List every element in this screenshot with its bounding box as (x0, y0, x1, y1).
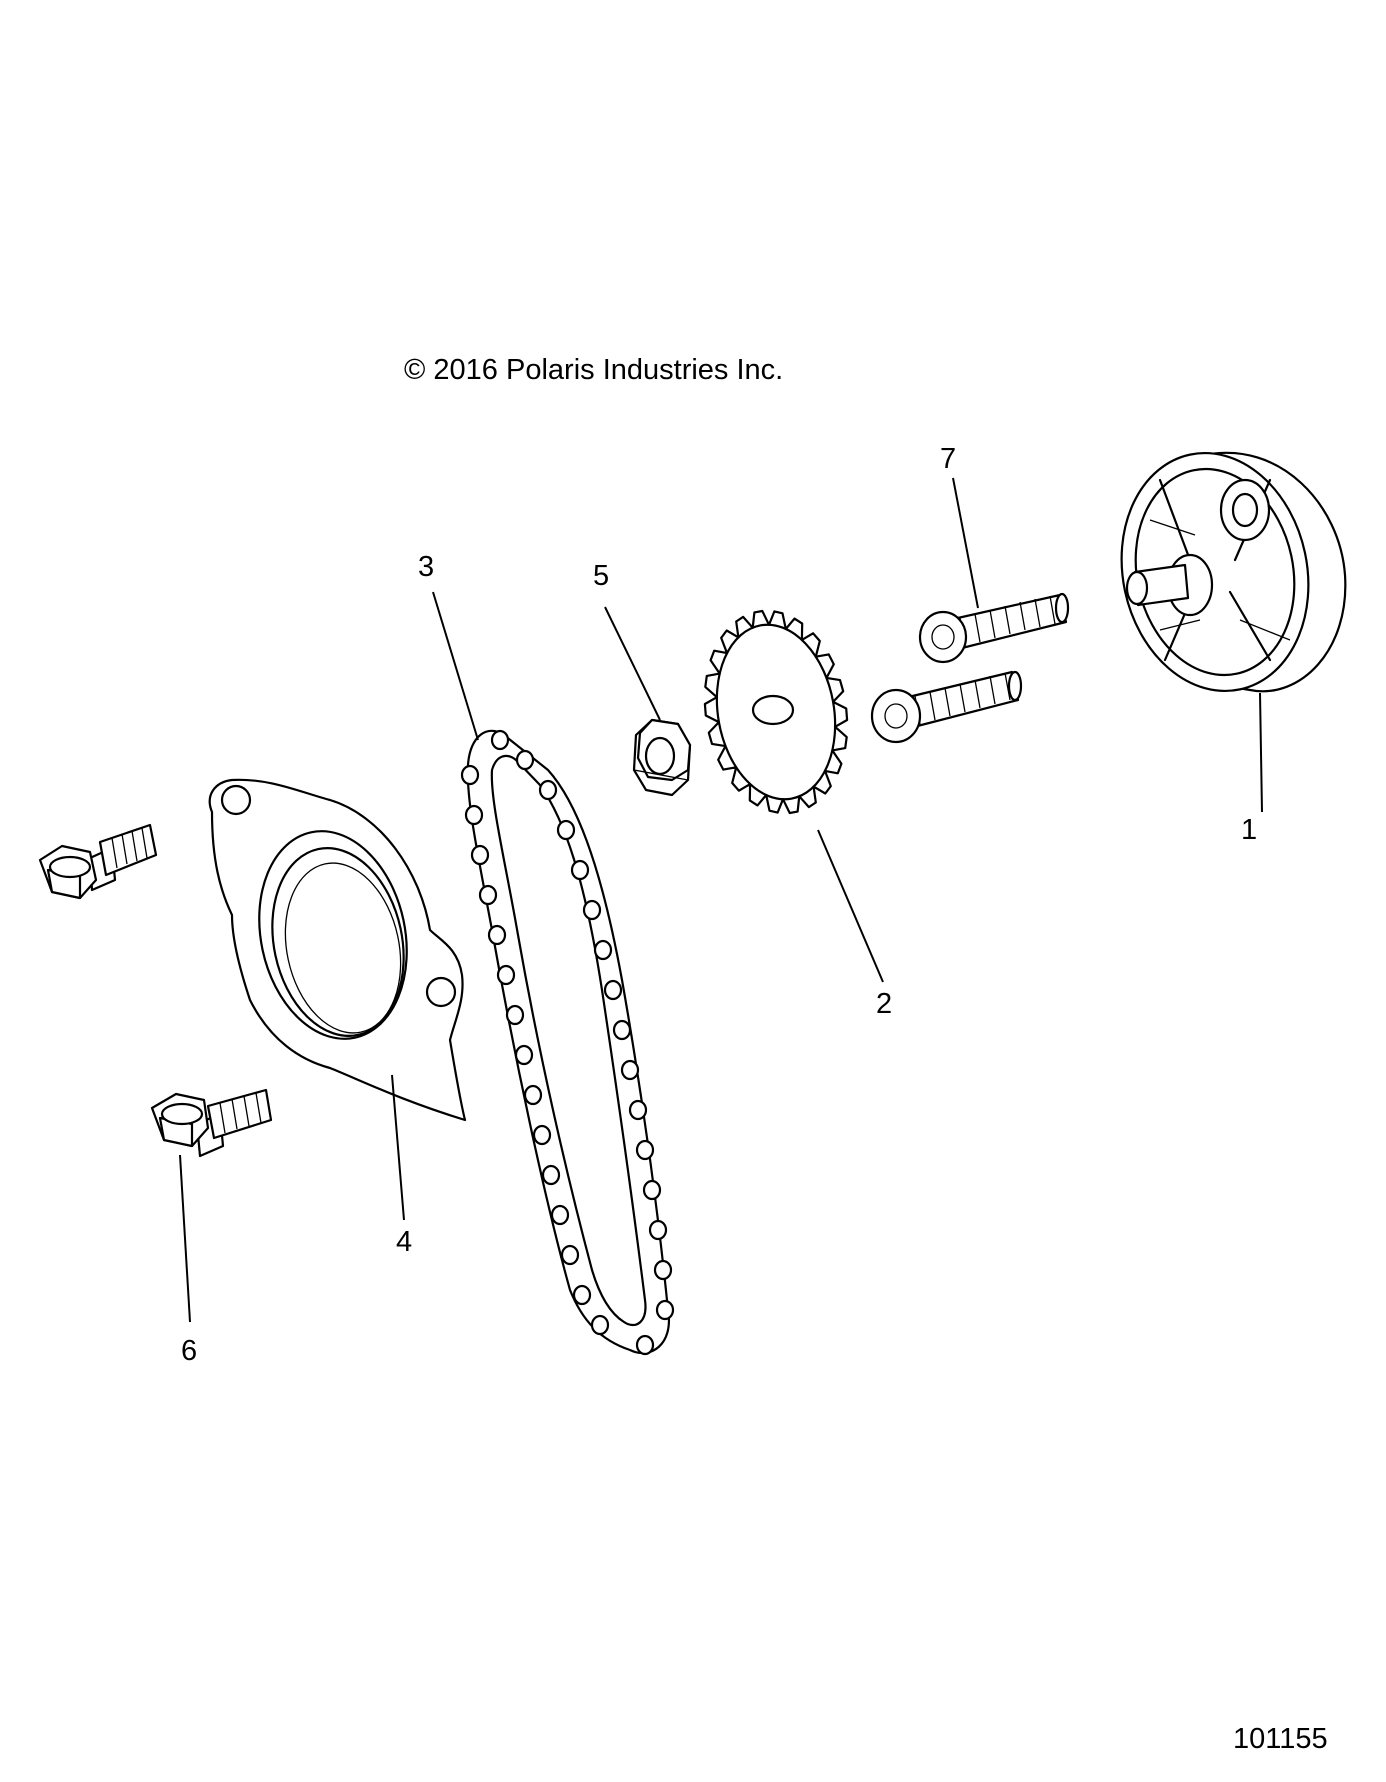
callout-1: 1 (1241, 814, 1258, 846)
chain-roller (570, 859, 590, 881)
chain-roller (541, 1164, 561, 1186)
hex-flange-bolt-icon (38, 823, 158, 900)
chain-roller (620, 1059, 640, 1081)
chain-roller (635, 1139, 655, 1161)
chain-roller (470, 844, 490, 866)
chain-roller (642, 1179, 662, 1201)
chain-roller (464, 804, 484, 826)
chain-roller (590, 1314, 610, 1336)
leader-line-6 (179, 1154, 191, 1323)
chain-roller (612, 1019, 632, 1041)
chain-roller (648, 1219, 668, 1241)
gasket-plate-icon (208, 778, 467, 1122)
leader-line-1 (1259, 692, 1263, 813)
chain-roller (560, 1244, 580, 1266)
leader-line-3 (432, 591, 479, 741)
copyright-notice: © 2016 Polaris Industries Inc. (404, 354, 784, 386)
chain-roller (635, 1334, 655, 1356)
callout-7: 7 (940, 443, 957, 475)
chain-roller (460, 764, 480, 786)
leader-line-5 (604, 606, 661, 721)
chain-roller (490, 729, 510, 751)
chain-roller (556, 819, 576, 841)
sprocket-icon (703, 609, 849, 815)
torx-screw-icon (870, 670, 1023, 744)
chain-roller (505, 1004, 525, 1026)
callout-5: 5 (593, 560, 610, 592)
oil-pump-icon (1120, 451, 1347, 693)
chain-roller (582, 899, 602, 921)
leader-lines (179, 477, 1263, 1323)
figure-number: 101155 (1233, 1723, 1328, 1755)
chain-roller (478, 884, 498, 906)
chain-roller (538, 779, 558, 801)
chain-roller (515, 749, 535, 771)
chain-roller (653, 1259, 673, 1281)
chain-roller (593, 939, 613, 961)
flange-nut-icon (632, 718, 692, 797)
chain-roller (603, 979, 623, 1001)
chain-roller (487, 924, 507, 946)
leader-line-2 (817, 829, 884, 983)
leader-line-7 (952, 477, 979, 609)
chain-roller (572, 1284, 592, 1306)
leader-line-4 (391, 1074, 405, 1221)
chain-roller (514, 1044, 534, 1066)
chain-roller (655, 1299, 675, 1321)
callout-2: 2 (876, 988, 893, 1020)
callout-3: 3 (418, 551, 435, 583)
chain-roller (532, 1124, 552, 1146)
callout-6: 6 (181, 1335, 198, 1367)
chain-roller (628, 1099, 648, 1121)
chain-icon (460, 729, 675, 1356)
chain-roller (550, 1204, 570, 1226)
chain-roller (496, 964, 516, 986)
callout-4: 4 (396, 1226, 413, 1258)
chain-roller (523, 1084, 543, 1106)
torx-screw-icon (918, 592, 1070, 664)
hex-flange-bolt-icon (150, 1088, 273, 1158)
